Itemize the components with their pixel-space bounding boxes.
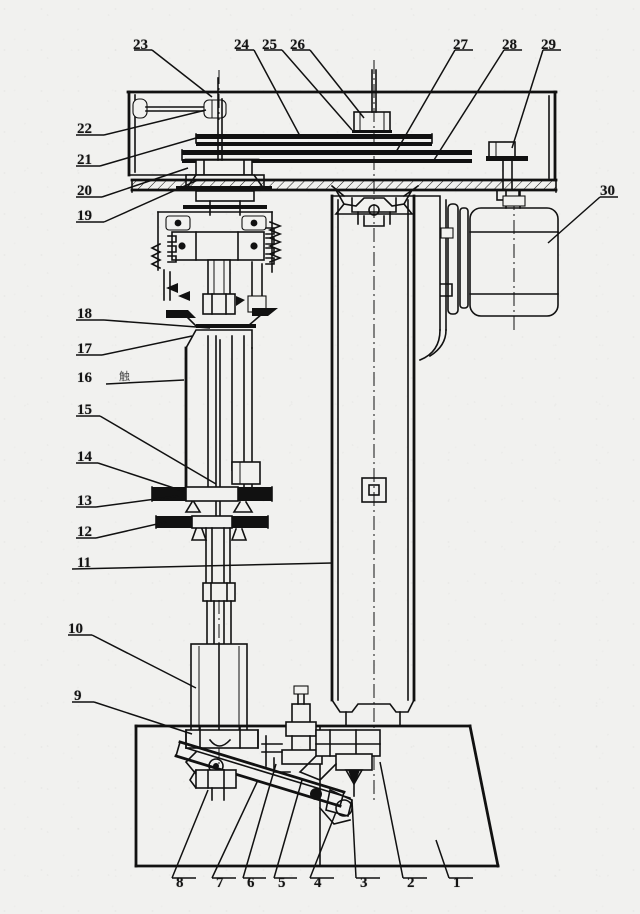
callout-2: 2 bbox=[407, 875, 415, 891]
callout-23: 23 bbox=[133, 37, 148, 53]
center-axis-lines bbox=[218, 60, 375, 800]
callout-27: 27 bbox=[453, 37, 468, 53]
callout-21: 21 bbox=[77, 152, 92, 168]
callout-4: 4 bbox=[314, 875, 322, 891]
upper-spindle-bearing bbox=[330, 184, 420, 227]
lower-lever-mechanism bbox=[174, 685, 381, 825]
callout-1: 1 bbox=[453, 875, 461, 891]
callout-12: 12 bbox=[77, 524, 92, 540]
callout-8: 8 bbox=[176, 875, 184, 891]
callout-16: 16 bbox=[77, 370, 92, 386]
callout-6: 6 bbox=[247, 875, 255, 891]
callout-10: 10 bbox=[68, 621, 83, 637]
callout-22: 22 bbox=[77, 121, 92, 137]
headstock-gear-assembly bbox=[150, 190, 283, 328]
top-overarm-frame bbox=[126, 90, 558, 182]
callout-18: 18 bbox=[77, 306, 92, 322]
callout-26: 26 bbox=[290, 37, 305, 53]
callout-20: 20 bbox=[77, 183, 92, 199]
callout-29: 29 bbox=[541, 37, 556, 53]
callout-9: 9 bbox=[74, 688, 82, 704]
callout-19: 19 bbox=[77, 208, 92, 224]
annotation-character: 触 bbox=[119, 370, 130, 383]
main-column bbox=[329, 189, 419, 727]
callout-5: 5 bbox=[278, 875, 286, 891]
callout-30: 30 bbox=[600, 183, 615, 199]
callout-25: 25 bbox=[262, 37, 277, 53]
callout-3: 3 bbox=[360, 875, 368, 891]
callout-13: 13 bbox=[77, 493, 92, 509]
callout-14: 14 bbox=[77, 449, 92, 465]
callout-28: 28 bbox=[502, 37, 517, 53]
callout-15: 15 bbox=[77, 402, 92, 418]
motor-and-bracket bbox=[413, 189, 559, 362]
callout-24: 24 bbox=[234, 37, 249, 53]
callout-17: 17 bbox=[77, 341, 92, 357]
callout-11: 11 bbox=[77, 555, 92, 571]
callout-7: 7 bbox=[216, 875, 224, 891]
leader-lines bbox=[68, 49, 618, 879]
